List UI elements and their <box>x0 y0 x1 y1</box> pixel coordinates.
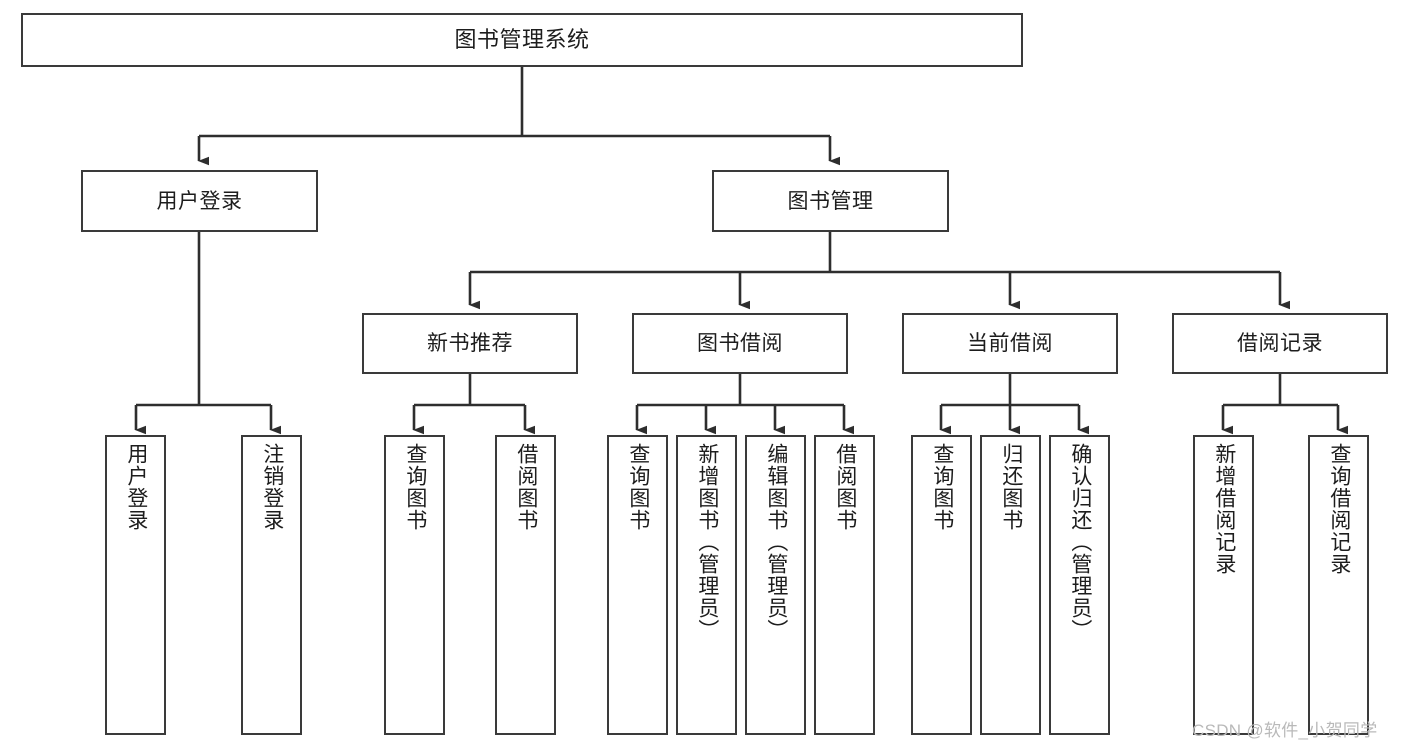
node-label: 图书管理系统 <box>454 27 590 52</box>
node-new-book-recommend[interactable]: 新书推荐 <box>362 313 578 374</box>
csdn-watermark: CSDN @软件_小贺同学 <box>1192 721 1378 740</box>
node-label: 编辑图书（管理员） <box>764 443 788 641</box>
node-current-borrow[interactable]: 当前借阅 <box>902 313 1118 374</box>
node-label: 查询借阅记录 <box>1327 443 1351 575</box>
node-label: 新书推荐 <box>427 332 513 355</box>
node-label: 确认归还（管理员） <box>1068 443 1092 641</box>
node-leaf-add-book-admin[interactable]: 新增图书（管理员） <box>676 435 737 735</box>
node-leaf-logout-login[interactable]: 注销登录 <box>241 435 302 735</box>
node-leaf-query-borrow-record[interactable]: 查询借阅记录 <box>1308 435 1369 735</box>
node-label: 借阅记录 <box>1237 332 1323 355</box>
node-label: 图书借阅 <box>697 332 783 355</box>
node-book-management[interactable]: 图书管理 <box>712 170 949 232</box>
node-leaf-edit-book-admin[interactable]: 编辑图书（管理员） <box>745 435 806 735</box>
node-label: 查询图书 <box>930 443 954 531</box>
node-label: 图书管理 <box>787 189 874 213</box>
node-label: 借阅图书 <box>833 443 857 531</box>
node-label: 新增图书（管理员） <box>695 443 719 641</box>
node-leaf-borrow-book-borrow[interactable]: 借阅图书 <box>814 435 875 735</box>
node-leaf-query-book-current[interactable]: 查询图书 <box>911 435 972 735</box>
node-leaf-return-book[interactable]: 归还图书 <box>980 435 1041 735</box>
node-leaf-borrow-book-recommend[interactable]: 借阅图书 <box>495 435 556 735</box>
node-label: 归还图书 <box>999 443 1023 531</box>
node-label: 借阅图书 <box>514 443 538 531</box>
node-label: 注销登录 <box>260 443 284 531</box>
node-borrow-record[interactable]: 借阅记录 <box>1172 313 1388 374</box>
node-label: 当前借阅 <box>967 332 1053 355</box>
node-root-book-management-system[interactable]: 图书管理系统 <box>21 13 1023 67</box>
node-label: 新增借阅记录 <box>1212 443 1236 575</box>
node-leaf-query-book-borrow[interactable]: 查询图书 <box>607 435 668 735</box>
node-leaf-add-borrow-record[interactable]: 新增借阅记录 <box>1193 435 1254 735</box>
node-label: 查询图书 <box>403 443 427 531</box>
node-label: 用户登录 <box>124 443 148 531</box>
node-leaf-user-login[interactable]: 用户登录 <box>105 435 166 735</box>
node-leaf-query-book-recommend[interactable]: 查询图书 <box>384 435 445 735</box>
node-label: 用户登录 <box>156 189 243 213</box>
node-book-borrow[interactable]: 图书借阅 <box>632 313 848 374</box>
node-label: 查询图书 <box>626 443 650 531</box>
node-leaf-confirm-return-admin[interactable]: 确认归还（管理员） <box>1049 435 1110 735</box>
node-user-login[interactable]: 用户登录 <box>81 170 318 232</box>
